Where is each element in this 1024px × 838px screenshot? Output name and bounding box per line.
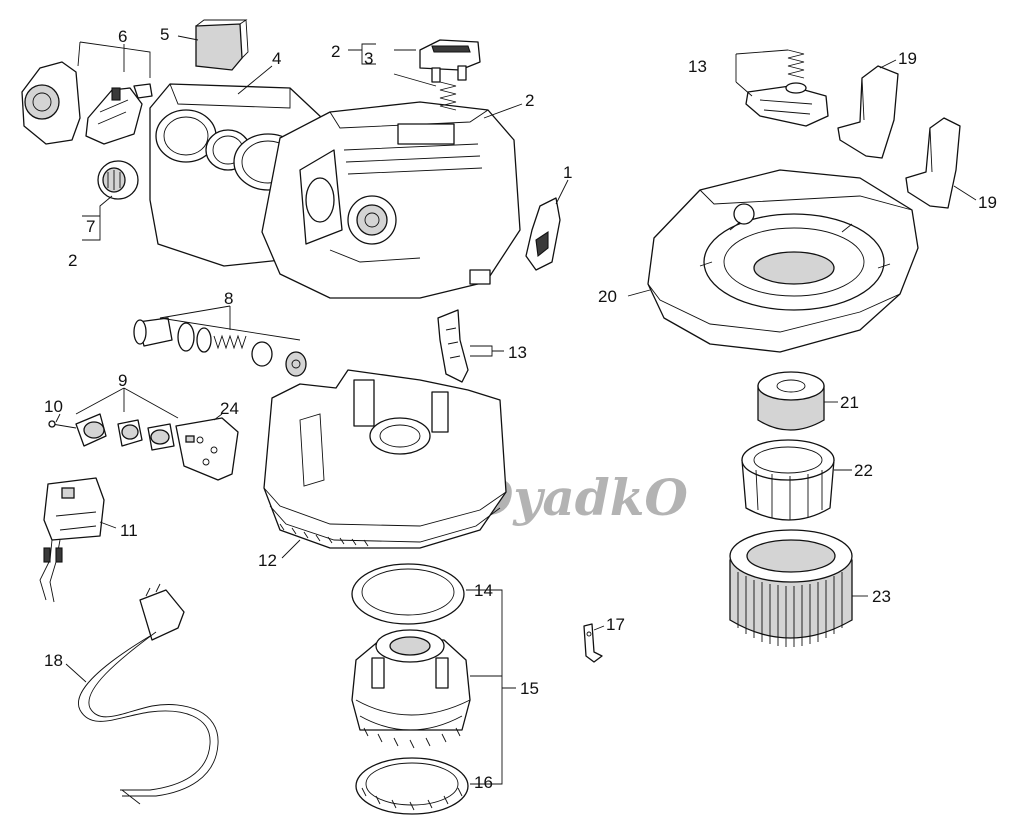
label-8: 8: [224, 289, 233, 308]
part-22-filter-basket: [741, 439, 835, 521]
label-18: 18: [44, 651, 63, 670]
label-12: 12: [258, 551, 277, 570]
label-19-a: 19: [898, 49, 917, 68]
label-22: 22: [854, 461, 873, 480]
label-5: 5: [160, 25, 169, 44]
label-2-lid: 2: [525, 91, 534, 110]
part-21-foam-filter: [757, 371, 825, 431]
label-9: 9: [118, 371, 127, 390]
part-7-knob: [97, 160, 139, 200]
part-23-cartridge-filter: [729, 529, 853, 647]
part-9-switch-unit: [75, 413, 175, 451]
label-2-knob: 2: [68, 251, 77, 270]
lid-housing: [261, 101, 521, 299]
part-19-holder-b: [905, 117, 961, 209]
part-13-bracket: [745, 49, 829, 127]
label-7: 7: [86, 217, 95, 236]
part-2-spring-top: [439, 81, 457, 111]
part-11-terminal-block: [39, 477, 105, 603]
label-13-lever: 13: [508, 343, 527, 362]
label-1: 1: [563, 163, 572, 182]
label-13-top: 13: [688, 57, 707, 76]
label-20: 20: [598, 287, 617, 306]
part-18-power-cord: [78, 583, 219, 805]
label-17: 17: [606, 615, 625, 634]
label-11: 11: [120, 521, 138, 540]
leader-lines: [55, 35, 977, 785]
part-20-tank-bottom: [647, 169, 919, 353]
label-23: 23: [872, 587, 891, 606]
part-14-seal-ring: [351, 563, 465, 625]
callout-labels: 1 2 3 2 2 4 5 6 7 8 9 10 11 12 13 13 14 …: [44, 25, 997, 792]
label-15: 15: [520, 679, 539, 698]
label-19-b: 19: [978, 193, 997, 212]
part-10-screw: [48, 420, 77, 429]
part-3-button: [419, 39, 481, 83]
label-3: 3: [364, 49, 373, 68]
label-4: 4: [272, 49, 281, 68]
label-10: 10: [44, 397, 63, 416]
part-12-motor-base: [263, 369, 507, 549]
part-19-holder-a: [837, 65, 899, 159]
part-17-clip: [583, 623, 603, 663]
label-14: 14: [474, 581, 493, 600]
part-5-cover: [195, 19, 249, 71]
label-21: 21: [840, 393, 859, 412]
part-24-board: [175, 417, 239, 481]
part-8-valve-assembly: [133, 317, 307, 377]
part-13-lever: [437, 309, 469, 383]
part-15-motor: [351, 629, 471, 749]
label-24: 24: [220, 399, 239, 418]
part-1-latch: [525, 197, 561, 271]
label-16: 16: [474, 773, 493, 792]
label-6: 6: [118, 27, 127, 46]
part-6-switch-assembly: [21, 61, 153, 145]
part-16-ring: [355, 757, 469, 815]
label-2-top: 2: [331, 42, 340, 61]
